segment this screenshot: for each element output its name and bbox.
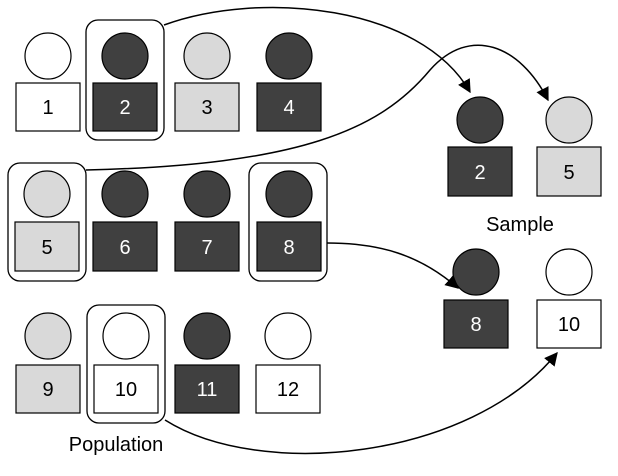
population-person-2: 2 bbox=[92, 32, 158, 132]
person-number: 5 bbox=[563, 162, 574, 184]
person-head bbox=[452, 248, 500, 296]
population-person-6: 6 bbox=[92, 170, 158, 272]
person-body bbox=[92, 82, 158, 132]
person-number: 10 bbox=[115, 379, 137, 401]
population-person-12: 12 bbox=[255, 312, 321, 414]
sample-person-8: 8 bbox=[443, 248, 509, 349]
sample-label: Sample bbox=[486, 214, 554, 236]
person-number: 2 bbox=[474, 162, 485, 184]
population-person-4: 4 bbox=[256, 32, 322, 132]
person-body bbox=[93, 364, 159, 414]
person-body bbox=[14, 221, 80, 272]
person-head bbox=[101, 32, 149, 80]
person-body bbox=[174, 221, 240, 272]
person-head bbox=[265, 32, 313, 80]
arrow-8-to-sample bbox=[326, 242, 460, 289]
person-head bbox=[456, 96, 504, 144]
selection-outline-8 bbox=[248, 162, 328, 282]
person-body bbox=[447, 146, 513, 197]
arrow-10-to-sample bbox=[164, 351, 558, 455]
selection-outline-2 bbox=[85, 19, 165, 141]
sample-group: 2 5 8 10 bbox=[443, 96, 602, 349]
population-person-1: 1 bbox=[15, 32, 81, 132]
person-body bbox=[536, 299, 602, 349]
person-head bbox=[183, 312, 231, 360]
person-number: 7 bbox=[201, 237, 212, 259]
person-head bbox=[545, 96, 593, 144]
person-body bbox=[15, 82, 81, 132]
population-person-10: 10 bbox=[93, 312, 159, 414]
sample-person-2: 2 bbox=[447, 96, 513, 197]
person-number: 5 bbox=[41, 237, 52, 259]
person-number: 8 bbox=[283, 237, 294, 259]
person-body bbox=[255, 364, 321, 414]
person-number: 2 bbox=[119, 97, 130, 119]
population-label: Population bbox=[69, 434, 164, 456]
person-number: 9 bbox=[42, 379, 53, 401]
person-head bbox=[545, 248, 593, 296]
population-group: 1 2 3 4 5 6 7 bbox=[14, 32, 322, 414]
sample-person-10: 10 bbox=[536, 248, 602, 349]
person-number: 4 bbox=[283, 97, 294, 119]
person-head bbox=[265, 170, 313, 218]
population-person-9: 9 bbox=[15, 312, 81, 414]
person-number: 12 bbox=[277, 379, 299, 401]
population-person-3: 3 bbox=[174, 32, 240, 132]
population-person-8: 8 bbox=[256, 170, 322, 272]
person-number: 1 bbox=[42, 97, 53, 119]
population-person-5: 5 bbox=[14, 170, 80, 272]
person-head bbox=[183, 170, 231, 218]
arrow-2-to-sample bbox=[163, 6, 471, 94]
person-body bbox=[15, 364, 81, 414]
arrow-5-to-sample bbox=[85, 44, 549, 171]
person-body bbox=[174, 82, 240, 132]
selection-arrows bbox=[85, 6, 558, 455]
person-head bbox=[23, 170, 71, 218]
person-head bbox=[24, 312, 72, 360]
person-body bbox=[174, 364, 240, 414]
person-body bbox=[256, 82, 322, 132]
person-number: 8 bbox=[470, 314, 481, 336]
person-body bbox=[536, 146, 602, 197]
person-head bbox=[264, 312, 312, 360]
person-number: 3 bbox=[201, 97, 212, 119]
selection-outline-5 bbox=[7, 162, 87, 282]
person-body bbox=[256, 221, 322, 272]
selection-outline-10 bbox=[86, 304, 166, 424]
person-number: 6 bbox=[119, 237, 130, 259]
person-head bbox=[183, 32, 231, 80]
person-head bbox=[101, 170, 149, 218]
population-person-11: 11 bbox=[174, 312, 240, 414]
selection-outlines bbox=[7, 19, 328, 424]
population-person-7: 7 bbox=[174, 170, 240, 272]
person-body bbox=[92, 221, 158, 272]
person-body bbox=[443, 299, 509, 349]
person-number: 10 bbox=[558, 314, 580, 336]
person-head bbox=[24, 32, 72, 80]
sample-person-5: 5 bbox=[536, 96, 602, 197]
person-number: 11 bbox=[197, 379, 218, 401]
person-head bbox=[102, 312, 150, 360]
